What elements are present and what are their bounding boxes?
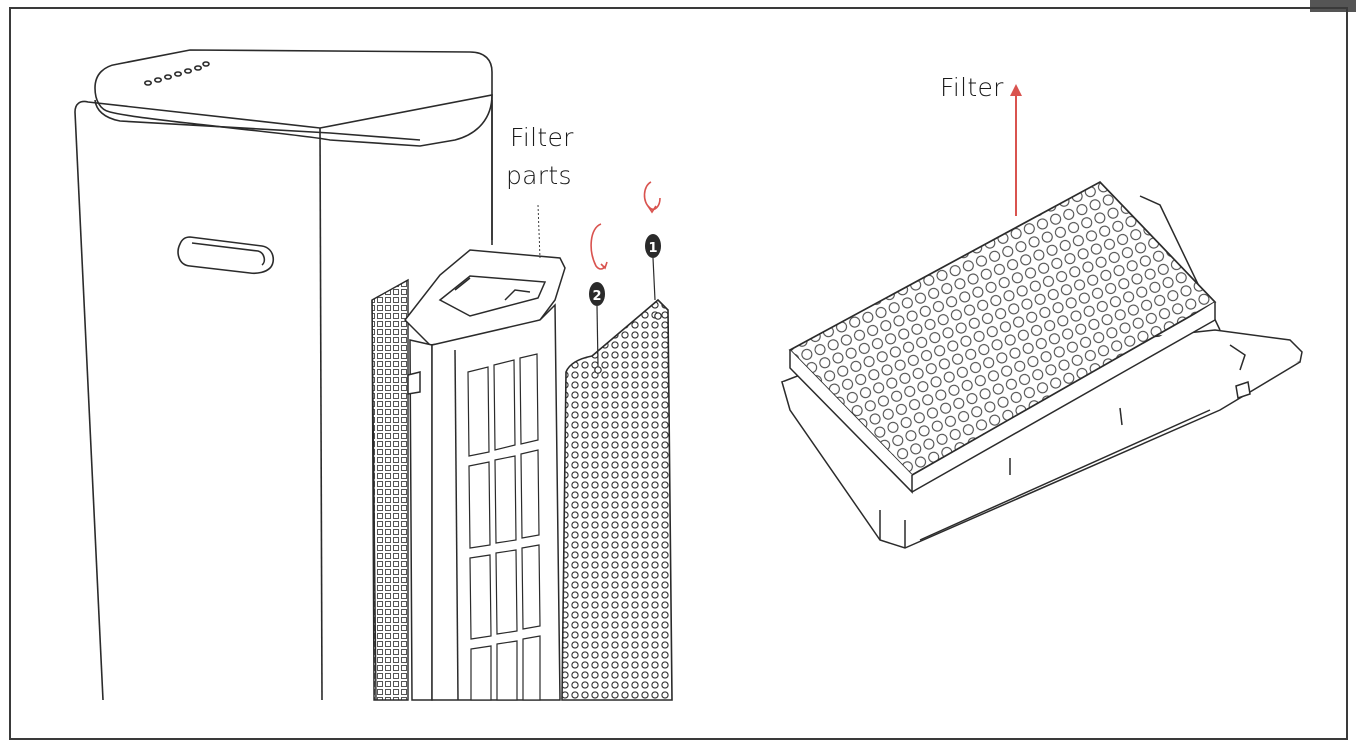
filter-parts-leader-line [537, 204, 541, 259]
lift-arrow-icon [1010, 84, 1022, 216]
filter-cartridge [404, 249, 566, 701]
filter-label: Filter [940, 73, 1004, 102]
filter-parts-label-line1: Filter [510, 123, 574, 152]
purifier-tower [74, 49, 493, 701]
filter-parts-label-line2: parts [506, 161, 572, 190]
corner-tab [1310, 0, 1356, 12]
rotate-arrow-icon-2 [590, 223, 608, 270]
step-number-1: 1 [648, 241, 657, 256]
step-badge-1: 1 [645, 234, 661, 301]
step-number-2: 2 [592, 289, 601, 304]
perforated-cover [561, 298, 673, 701]
honeycomb-filter [788, 180, 1217, 494]
control-buttons [144, 61, 210, 86]
step-badge-2: 2 [589, 282, 605, 367]
rear-grille [371, 278, 409, 701]
rotate-arrow-icon-1 [643, 181, 661, 214]
diagram-frame [9, 7, 1348, 740]
